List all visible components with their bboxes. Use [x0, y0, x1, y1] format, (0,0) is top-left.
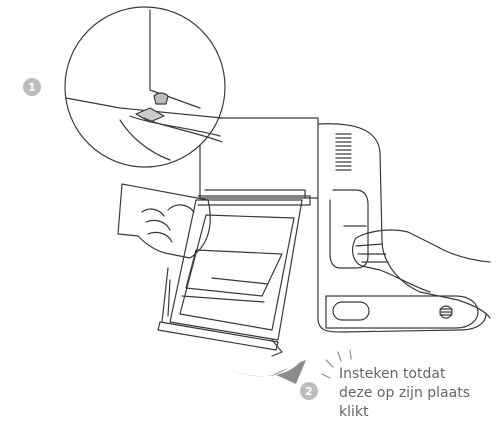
instruction-text: Insteken totdat deze op zijn plaats klik…	[339, 365, 501, 422]
vacuum-handle	[318, 124, 490, 332]
magnifier-detail	[65, 7, 225, 167]
instruction-line: Insteken totdat	[339, 365, 501, 384]
step-2-badge: 2	[300, 382, 318, 400]
battery-pack	[326, 296, 478, 328]
curved-arrow-icon	[218, 360, 306, 384]
hand-left	[118, 184, 210, 258]
instruction-line: klikt	[339, 403, 501, 422]
vacuum-body	[198, 118, 318, 205]
hand-right	[344, 226, 490, 292]
step-1-badge: 1	[23, 78, 41, 96]
step-number: 2	[305, 385, 313, 398]
step-number: 1	[28, 81, 36, 94]
instruction-line: deze op zijn plaats	[339, 384, 501, 403]
dustbin	[158, 200, 302, 356]
